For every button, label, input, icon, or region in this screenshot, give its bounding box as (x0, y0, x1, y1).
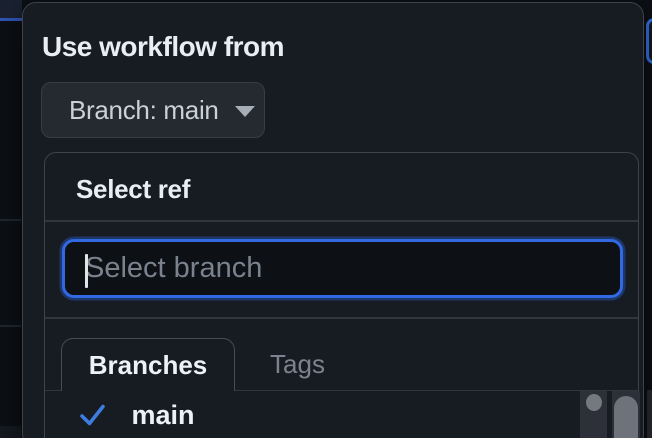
background-focused-element (646, 18, 652, 64)
text-cursor (85, 254, 88, 288)
list-scrollbar[interactable] (580, 391, 607, 438)
tab-branches[interactable]: Branches (61, 338, 235, 391)
ref-selector-panel: Select ref Branches Tags main (44, 152, 640, 438)
triangle-down-icon (234, 106, 255, 117)
check-icon (79, 404, 105, 426)
panel-divider (45, 220, 638, 222)
background-element-topleft (0, 0, 22, 21)
page-scrollbar (647, 390, 652, 438)
branch-select-button-label: Branch: main (69, 94, 219, 125)
use-workflow-from-label: Use workflow from (42, 31, 284, 62)
background-element-bottomleft (0, 426, 21, 438)
background-row-divider (0, 325, 21, 327)
panel-scrollbar-thumb[interactable] (614, 396, 638, 438)
panel-scrollbar[interactable] (612, 391, 640, 438)
tab-tags[interactable]: Tags (270, 349, 325, 379)
branch-select-button[interactable]: Branch: main (41, 82, 265, 138)
select-ref-title: Select ref (76, 174, 191, 204)
branch-item-label: main (131, 399, 195, 430)
run-workflow-popover: Use workflow from Branch: main Select re… (22, 2, 644, 438)
list-scrollbar-thumb[interactable] (585, 394, 602, 411)
ref-search-input[interactable] (62, 239, 623, 298)
background-row-divider (0, 219, 21, 221)
branch-item-main[interactable]: main (47, 391, 579, 438)
tabs-bottom-divider (45, 389, 638, 391)
panel-divider (45, 317, 638, 319)
